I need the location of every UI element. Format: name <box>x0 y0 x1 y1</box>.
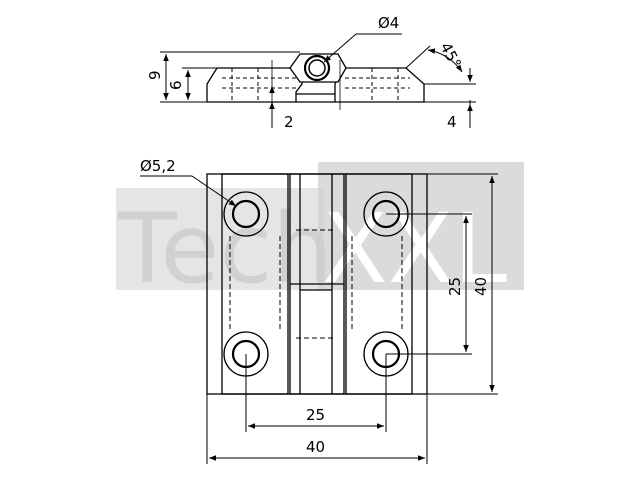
side-right-leaf <box>334 67 425 103</box>
dim-side-body-height: 6 <box>167 80 185 90</box>
side-pin-inner <box>308 59 326 77</box>
side-view-dimensions <box>160 33 476 128</box>
top-left-leaf <box>221 173 289 395</box>
dim-top-hole-diameter: Ø5,2 <box>140 157 176 175</box>
side-left-leaf <box>206 67 303 103</box>
dim-side-gap: 2 <box>284 113 294 131</box>
dim-top-hole-pitch-vertical: 25 <box>446 277 464 296</box>
dim-side-chamfer-angle: 45° <box>436 39 464 71</box>
side-view <box>206 53 425 110</box>
dim-top-hole-pitch-horizontal: 25 <box>306 406 325 424</box>
top-right-leaf <box>345 173 413 395</box>
dim-side-edge-thickness: 4 <box>447 113 457 131</box>
dim-side-hole-diameter: Ø4 <box>378 14 399 32</box>
dim-top-total-width: 40 <box>306 438 325 456</box>
top-view-dim-labels: Ø5,2 25 40 25 40 <box>140 157 490 456</box>
watermark-text-xxl: XXL <box>322 193 507 305</box>
top-view-dimensions <box>140 173 498 464</box>
top-hole-tl <box>223 191 269 237</box>
dim-top-total-height: 40 <box>472 277 490 296</box>
watermark-band <box>116 188 324 290</box>
dim-side-total-height: 9 <box>146 70 164 80</box>
watermark-text-tech: Tech <box>117 193 333 305</box>
